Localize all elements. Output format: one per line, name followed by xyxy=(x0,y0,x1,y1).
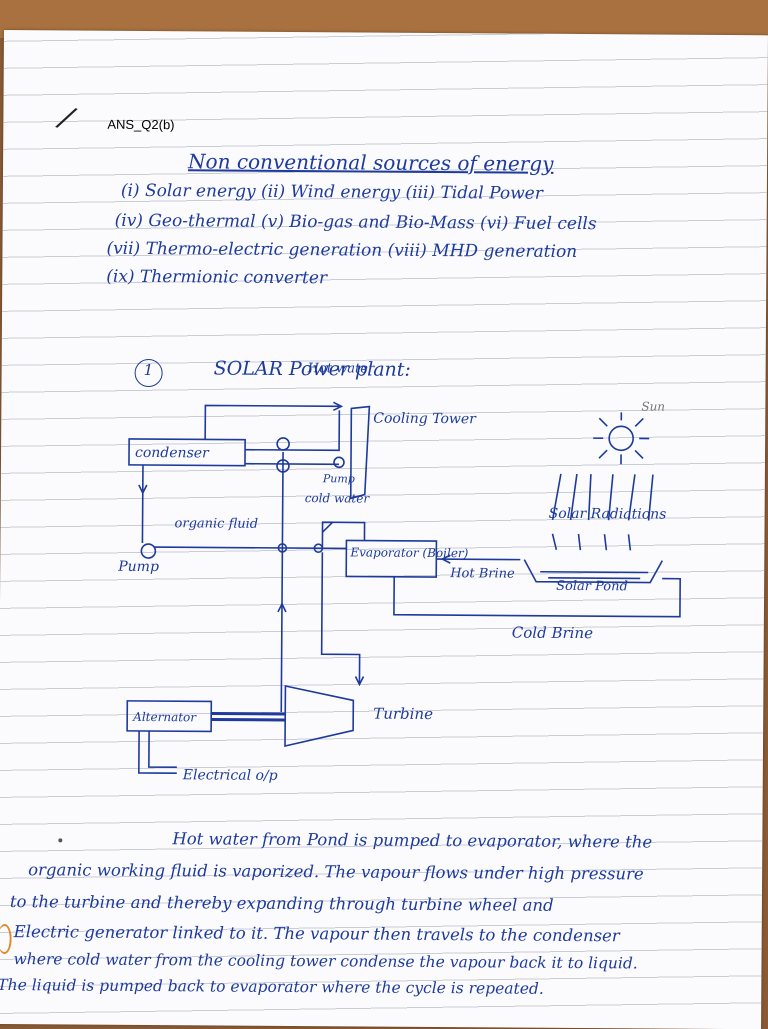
cold-water-label: cold water xyxy=(305,491,371,505)
hot-water-line xyxy=(205,405,339,440)
turbine-shape xyxy=(285,686,353,746)
electrical-output-label: Electrical o/p xyxy=(182,767,278,784)
cold-brine-label: Cold Brine xyxy=(512,624,593,643)
paragraph-line: The liquid is pumped back to evaporator … xyxy=(0,976,544,998)
sun-shape xyxy=(609,426,633,450)
pump-circle xyxy=(334,457,344,467)
pump-left-shape xyxy=(141,544,155,558)
condenser-label: condenser xyxy=(135,445,210,462)
hot-water-label: Hot water xyxy=(307,361,375,376)
hot-brine-label: Hot Brine xyxy=(449,566,515,581)
stray-dot xyxy=(58,838,62,842)
pump-left-label: Pump xyxy=(117,559,159,575)
pump-top-label: Pump xyxy=(322,472,355,485)
paragraph-line: Hot water from Pond is pumped to evapora… xyxy=(172,829,652,851)
alternator-label: Alternator xyxy=(132,710,197,724)
organic-fluid-label: organic fluid xyxy=(175,516,259,532)
paragraph-line: to the turbine and thereby expanding thr… xyxy=(10,892,554,915)
solar-radiations-label: Solar Radiations xyxy=(549,506,667,523)
sun-label: Sun xyxy=(641,399,665,413)
cooling-tower-label: Cooling Tower xyxy=(373,411,477,428)
evaporator-label: Evaporator (Boiler) xyxy=(349,545,468,560)
turbine-label: Turbine xyxy=(373,705,433,723)
notebook-page: / ANS_Q2(b) Non conventional sources of … xyxy=(0,30,768,1029)
solar-pond-label: Solar Pond xyxy=(556,579,628,595)
